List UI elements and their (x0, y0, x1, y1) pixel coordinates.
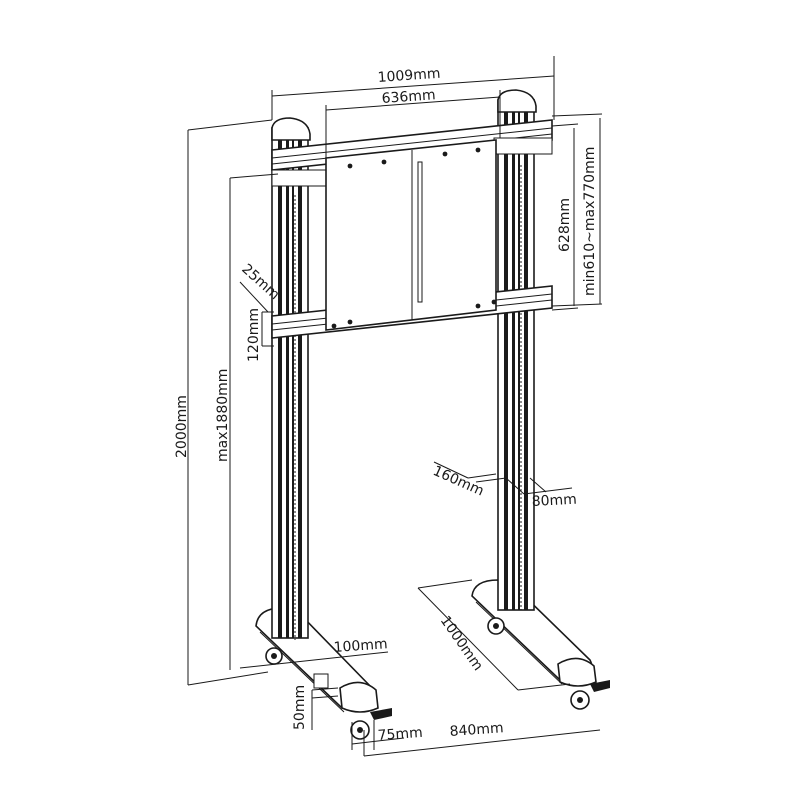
right-column-top-cap (497, 89, 537, 113)
right-column (497, 89, 537, 611)
left-base-handle (313, 673, 329, 689)
base-depth-label: 1000mm (437, 613, 486, 674)
max-mount-height-label: max1880mm (215, 369, 231, 462)
rail-height-label: 120mm (246, 308, 262, 362)
right-base-foot (471, 579, 610, 710)
caster-size-label: 75mm (377, 725, 423, 744)
left-column (271, 117, 311, 640)
plate-height-range-label: min610~max770mm (582, 147, 598, 296)
overall-height-label: 2000mm (174, 395, 190, 458)
right-base-end-cap (557, 657, 597, 687)
dimension-lines (187, 56, 603, 757)
overall-width-label: 1009mm (377, 66, 441, 86)
left-base-end-cap (339, 681, 379, 713)
plate-width-label: 636mm (381, 87, 436, 107)
column-depth-label: 160mm (430, 463, 486, 500)
vesa-mounting-plate (325, 139, 497, 331)
left-column-top-cap (271, 117, 311, 141)
base-height-label: 50mm (292, 685, 308, 730)
base-spacing-label: 840mm (449, 720, 504, 740)
plate-height-label: 628mm (557, 198, 573, 252)
right-caster-brake (590, 680, 610, 692)
base-width-label: 100mm (333, 636, 388, 656)
column-width-label: 80mm (531, 492, 577, 510)
left-caster-brake (370, 708, 392, 720)
